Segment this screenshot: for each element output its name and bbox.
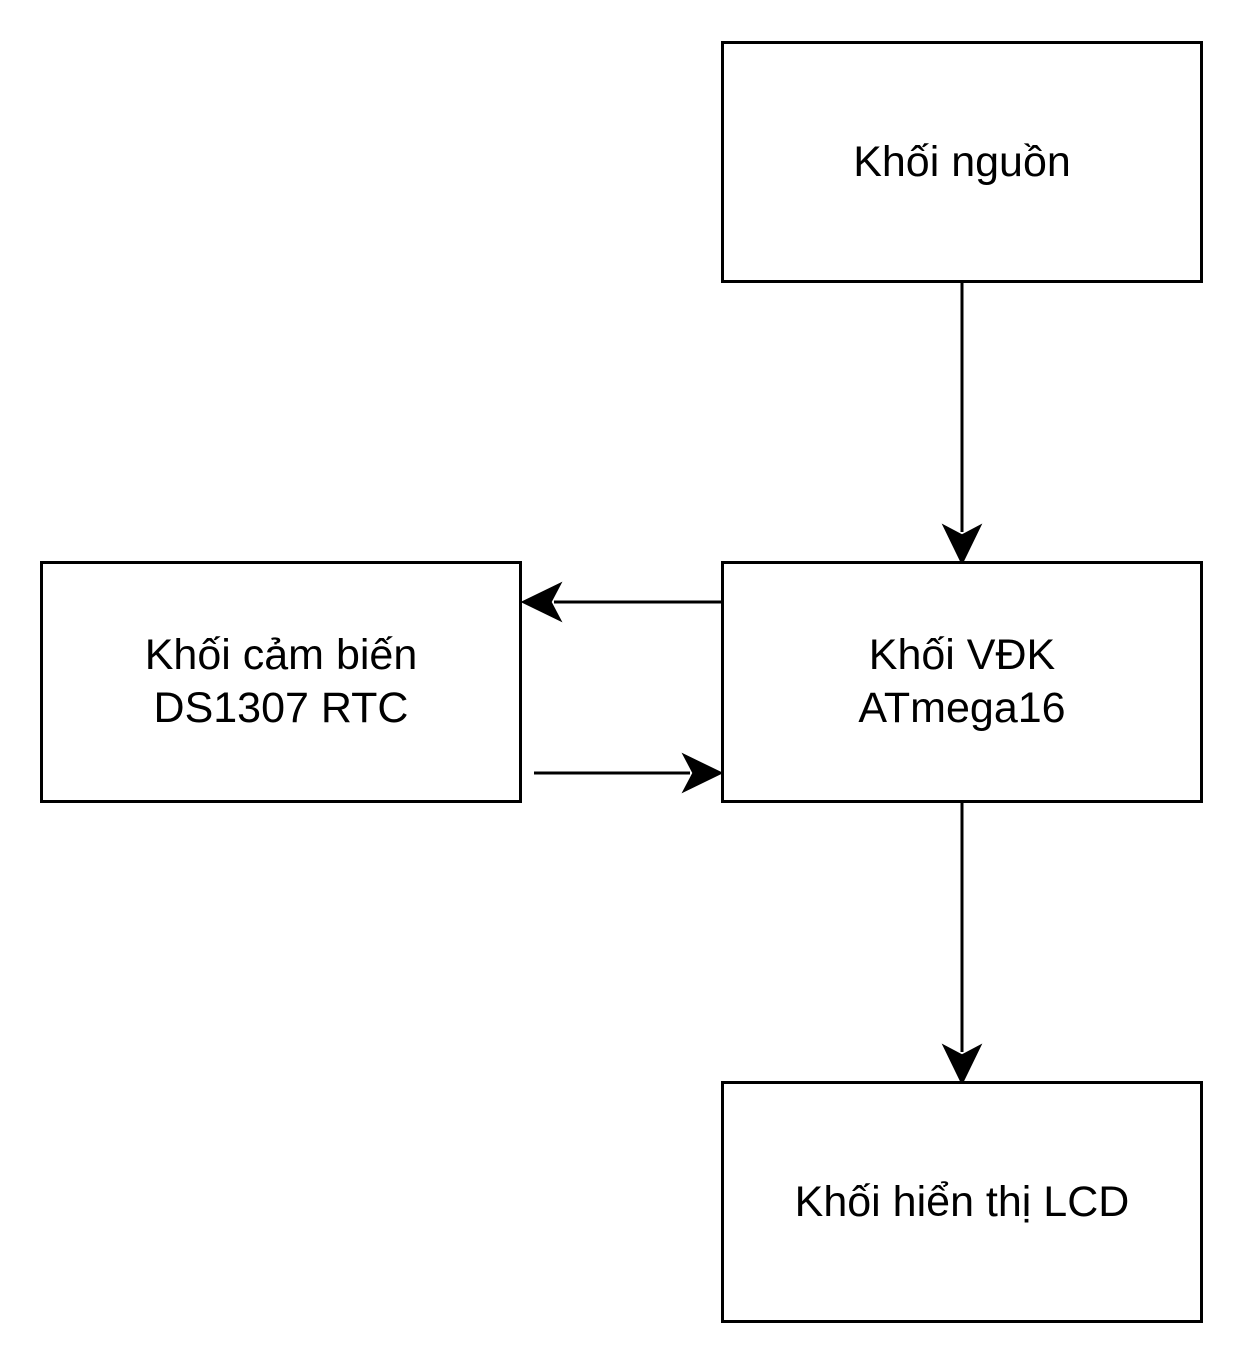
lcd-block: Khối hiển thị LCD (721, 1081, 1203, 1323)
arrow-sensor-to-mcu (534, 752, 724, 794)
mcu-block: Khối VĐK ATmega16 (721, 561, 1203, 803)
power-block-label: Khối nguồn (853, 137, 1071, 186)
mcu-block-label: Khối VĐK (868, 631, 1056, 679)
lcd-block-label: Khối hiển thị LCD (794, 1177, 1130, 1226)
arrow-mcu-to-lcd (941, 803, 983, 1086)
arrow-mcu-to-sensor (520, 581, 721, 623)
sensor-block-label: Khối cảm biến (144, 631, 418, 679)
power-block: Khối nguồn (721, 41, 1203, 283)
sensor-block-model: DS1307 RTC (153, 684, 409, 732)
arrow-power-to-mcu (941, 283, 983, 566)
sensor-block: Khối cảm biến DS1307 RTC (40, 561, 522, 803)
mcu-block-model: ATmega16 (858, 684, 1066, 732)
